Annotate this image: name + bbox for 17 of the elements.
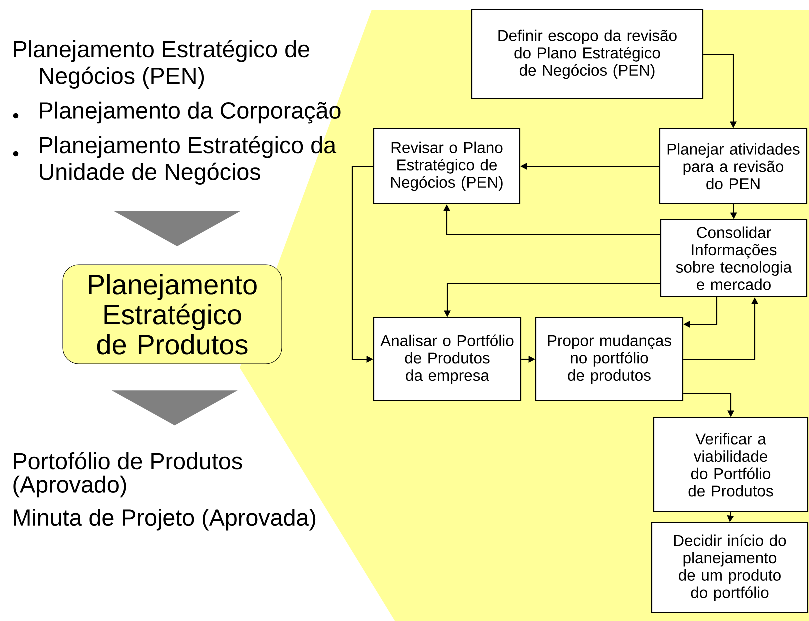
rounded-box: Planejamento Estratégico de Produtos — [62, 264, 282, 364]
result-text: Portofólio de Produtos (Aprovado) — [14, 452, 242, 498]
process-box: Planejar atividades para a revisão do PEN — [659, 128, 808, 205]
process-box: Definir escopo da revisão do Plano Estratégico de Negócios (PEN) — [471, 9, 704, 100]
process-box: Decidir início do planejamento de um produto do portfólio — [651, 522, 809, 614]
bullet-item: Planejamento da Corporação — [40, 102, 341, 124]
bullet-item: Planejamento Estratégico da Unidade de Negócios — [40, 136, 337, 185]
result-text: Minuta de Projeto (Aprovada) — [14, 508, 316, 531]
chevron-arrow — [114, 211, 240, 246]
process-box: Analisar o Portfólio de Produtos da empresa — [373, 317, 522, 402]
process-box: Consolidar Informações sobre tecnologia e mercado — [660, 219, 808, 298]
process-box: Revisar o Plano Estratégico de Negócios (PEN) — [373, 128, 521, 205]
chevron-arrow — [112, 390, 238, 426]
process-box: Verificar a viabilidade do Portfólio de Produtos — [653, 417, 809, 513]
process-box: Propor mudanças no portfólio de produtos — [535, 317, 684, 402]
arrow — [352, 166, 374, 363]
heading-text: Planejamento Estratégico de Negócios (PEN) — [14, 40, 310, 89]
